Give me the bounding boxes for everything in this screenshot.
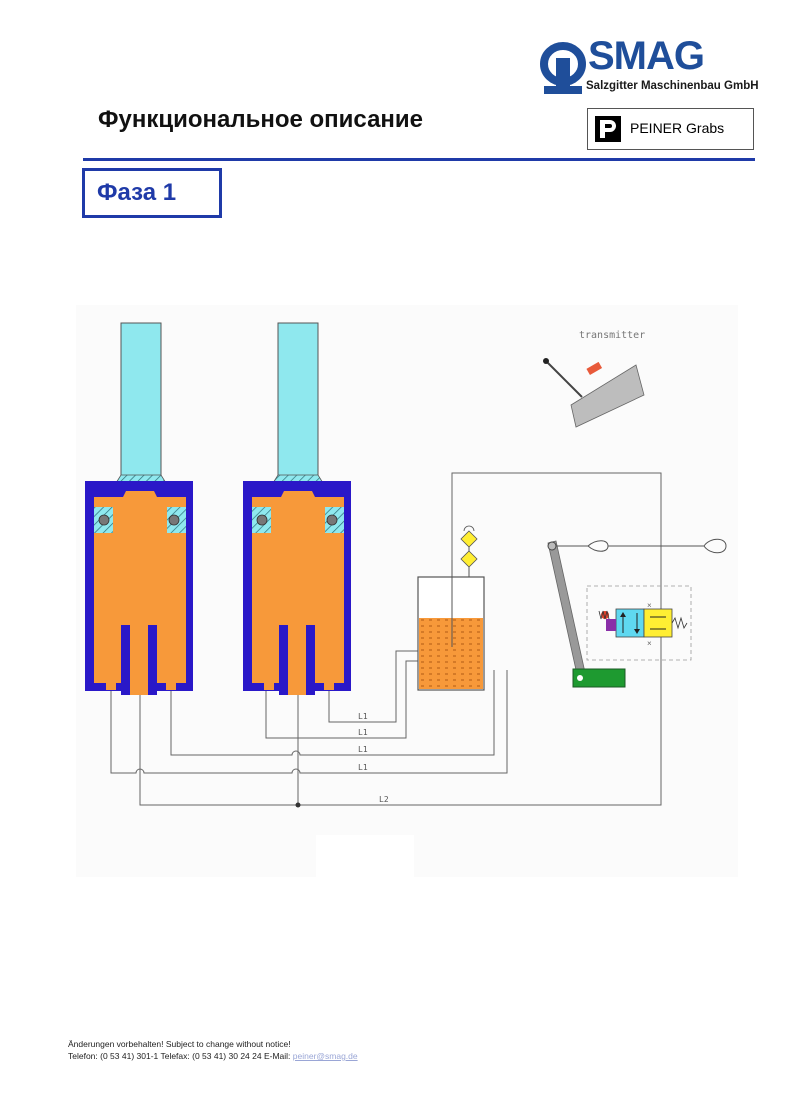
lever-base [572,668,626,688]
filter-icon [460,525,478,577]
directional-valve: × × [586,585,692,661]
svg-text:×: × [647,639,652,648]
phase-box: Фаза 1 [82,168,222,218]
footer: Änderungen vorbehalten! Subject to chang… [68,1038,358,1062]
transmitter-label: transmitter [579,330,645,341]
header-divider [83,158,755,161]
footer-email-link[interactable]: peiner@smag.de [292,1051,358,1061]
oil-level [419,618,483,689]
diagram-blank-patch [316,835,414,877]
left-cylinder [85,322,193,695]
page-title: Функциональное описание [98,106,424,133]
footer-contact: Telefon: (0 53 41) 301-1 Telefax: (0 53 … [68,1050,358,1062]
line-label-l1-1: L1 [358,712,368,721]
line-label-l1-4: L1 [358,763,368,772]
transmitter-icon [543,358,645,428]
line-label-l1-2: L1 [358,728,368,737]
logo-wordmark: SMAG [588,34,705,78]
left-cylinder-rod [120,322,162,479]
pipe-l1-b [265,660,418,739]
peiner-brand-box: PEINER Grabs [587,108,754,150]
footer-contact-text: Telefon: (0 53 41) 301-1 Telefax: (0 53 … [68,1051,293,1061]
oil-tank [417,560,485,691]
pipe-l1-a [170,670,495,756]
hydraulic-lines [110,472,662,808]
pipe-l1-c [328,650,418,723]
line-label-l2: L2 [379,795,389,804]
peiner-p-icon [595,116,621,142]
pipe-l2-return [139,472,662,806]
phase-label: Фаза 1 [97,179,177,206]
right-cylinder-rod [277,322,319,479]
smag-logo-mark-icon [540,42,586,94]
pipe-junction [295,802,301,808]
hydraulic-diagram: L1 L1 L1 L1 L2 [76,305,738,877]
svg-text:×: × [647,601,652,610]
smag-logo: SMAG Salzgitter Maschinenbau GmbH [540,34,760,100]
line-label-l1-3: L1 [358,745,368,754]
logo-subtitle: Salzgitter Maschinenbau GmbH [586,80,759,92]
lever-assembly [547,538,727,688]
brand-label: PEINER Grabs [630,120,725,136]
right-cylinder [243,322,351,695]
pipe-l1-outer [110,670,508,774]
footer-notice: Änderungen vorbehalten! Subject to chang… [68,1039,291,1049]
